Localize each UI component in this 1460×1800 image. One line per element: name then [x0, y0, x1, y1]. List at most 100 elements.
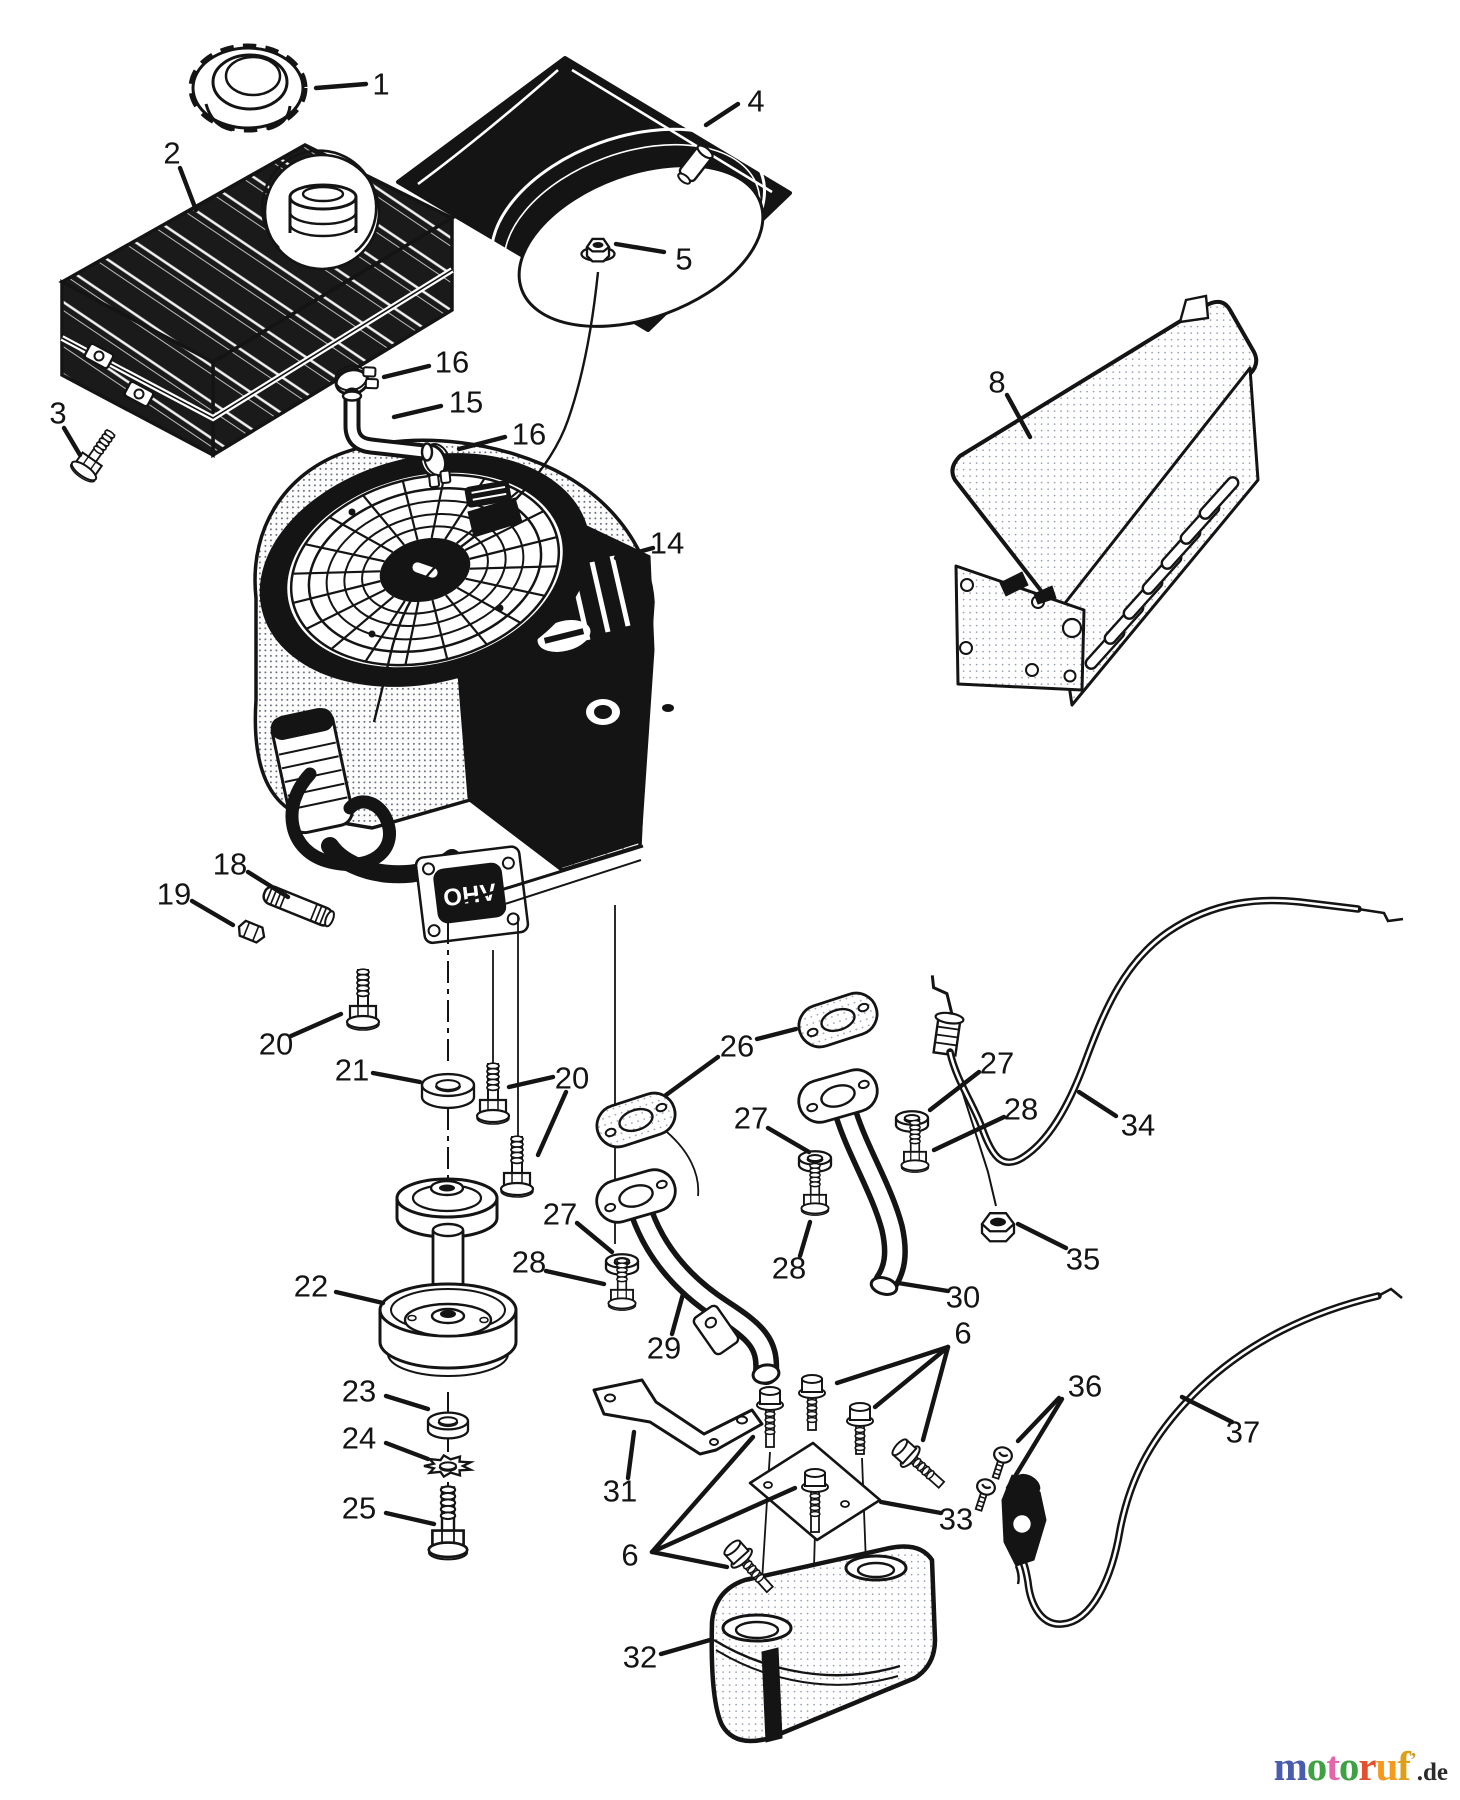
callout-leader-25 [383, 1510, 437, 1527]
callout-leader-21 [370, 1070, 423, 1085]
callout-label-5: 5 [675, 242, 692, 277]
shield-plate-holes [959, 578, 1083, 683]
callout-label-16: 16 [512, 417, 546, 452]
callout-label-35: 35 [1066, 1242, 1100, 1277]
callout-label-28: 28 [772, 1251, 806, 1286]
engine-badge: OHV [442, 879, 498, 912]
axis-lines [372, 271, 997, 1639]
callout-label-4: 4 [747, 84, 764, 119]
callout-label-15: 15 [449, 385, 483, 420]
callout-label-34: 34 [1121, 1108, 1155, 1143]
cable-clamp-assembly [1001, 1473, 1047, 1585]
callout-leader-29 [669, 1291, 686, 1337]
callout-label-18: 18 [213, 847, 247, 882]
muffler [709, 1544, 938, 1744]
engine: OHV [253, 438, 680, 945]
callout-label-33: 33 [939, 1502, 973, 1537]
hex-tapping-screw [891, 1438, 946, 1490]
callout-leader-27 [927, 1069, 982, 1113]
callout-leader-6 [920, 1344, 951, 1443]
callout-label-28: 28 [1004, 1092, 1038, 1127]
callout-leader-6 [872, 1344, 951, 1410]
callout-label-27: 27 [734, 1101, 768, 1136]
brand-letter: u [1375, 1743, 1399, 1789]
callouts: 1234566814151616181920202122232425262727… [49, 67, 1260, 1675]
hex-tapping-screw [723, 1539, 775, 1594]
callout-label-28: 28 [512, 1245, 546, 1280]
callout-label-3: 3 [49, 396, 66, 431]
callout-leader-14 [613, 545, 656, 561]
callout-leader-16 [381, 363, 432, 380]
shield-vents [1084, 476, 1240, 670]
callout-leader-33 [878, 1499, 944, 1516]
callout-leader-6 [649, 1485, 798, 1555]
callout-leader-19 [189, 898, 236, 928]
brand-letter: o [1306, 1743, 1327, 1789]
brand-logo: motoruf’.de [1140, 1742, 1448, 1790]
hex-flange-bolt [475, 1062, 511, 1125]
callout-label-37: 37 [1226, 1415, 1260, 1450]
hex-nut [980, 1212, 1016, 1243]
choke-cable [1016, 1287, 1403, 1628]
callout-label-6: 6 [954, 1316, 971, 1351]
heat-shield [950, 294, 1260, 707]
callout-label-14: 14 [650, 526, 684, 561]
callout-label-2: 2 [163, 136, 180, 171]
brand-tick: ’ [1410, 1749, 1417, 1771]
callout-leader-30 [895, 1280, 951, 1294]
exhaust-gasket [595, 1091, 677, 1149]
valve-cover: OHV [414, 845, 530, 945]
flat-washer [426, 1411, 470, 1440]
callout-label-26: 26 [720, 1029, 754, 1064]
hex-tapping-screw [798, 1374, 826, 1431]
callout-leader-22 [333, 1289, 386, 1306]
pulley-stack [378, 1177, 518, 1377]
brand-letter: r [1358, 1743, 1376, 1789]
exhaust-gasket [797, 991, 879, 1049]
blower-screen-pan [396, 56, 792, 332]
callout-label-20: 20 [259, 1027, 293, 1062]
callout-label-6: 6 [621, 1538, 638, 1573]
pipe-flange [595, 1168, 677, 1224]
brand-letter: o [1338, 1743, 1359, 1789]
callout-leader-15 [391, 403, 444, 420]
tank-mount-tabs [83, 342, 155, 408]
callout-leader-26 [663, 1054, 721, 1098]
exhaust-pipes [629, 1101, 908, 1385]
hex-flange-bolt [607, 1257, 637, 1311]
callout-label-22: 22 [294, 1269, 328, 1304]
brand-letter: t [1326, 1743, 1340, 1789]
brand-suffix: .de [1416, 1759, 1448, 1786]
callout-label-8: 8 [988, 365, 1005, 400]
fuel-cap [188, 43, 308, 133]
fasteners [70, 237, 1016, 1594]
callout-label-21: 21 [335, 1053, 369, 1088]
flat-washer [420, 1072, 476, 1110]
brand-letter: f [1397, 1743, 1411, 1789]
callout-label-27: 27 [980, 1046, 1014, 1081]
slotted-screw [991, 1446, 1013, 1480]
callout-label-30: 30 [946, 1280, 980, 1315]
hex-flange-bolt [70, 428, 116, 483]
hex-flange-bolt [427, 1485, 469, 1561]
callout-label-31: 31 [603, 1474, 637, 1509]
callout-label-16: 16 [435, 345, 469, 380]
lock-washer [423, 1453, 476, 1479]
stud [262, 885, 335, 928]
callout-leader-28 [543, 1268, 607, 1287]
slotted-screw [974, 1478, 996, 1512]
callout-leader-26 [754, 1026, 799, 1042]
callout-label-27: 27 [543, 1197, 577, 1232]
callout-leader-6 [649, 1434, 756, 1555]
callout-leader-24 [383, 1440, 431, 1462]
callout-leader-16 [456, 434, 508, 452]
callout-leader-34 [1076, 1089, 1119, 1119]
hex-tapping-screw [846, 1402, 874, 1455]
hex-flange-bolt [345, 968, 381, 1031]
fuel-elbow [341, 387, 434, 462]
callout-leader-20 [288, 1011, 344, 1039]
brand-wordmark: motoruf [1274, 1743, 1411, 1789]
oil-filter [270, 708, 354, 835]
hex-tapping-screw [801, 1468, 829, 1533]
